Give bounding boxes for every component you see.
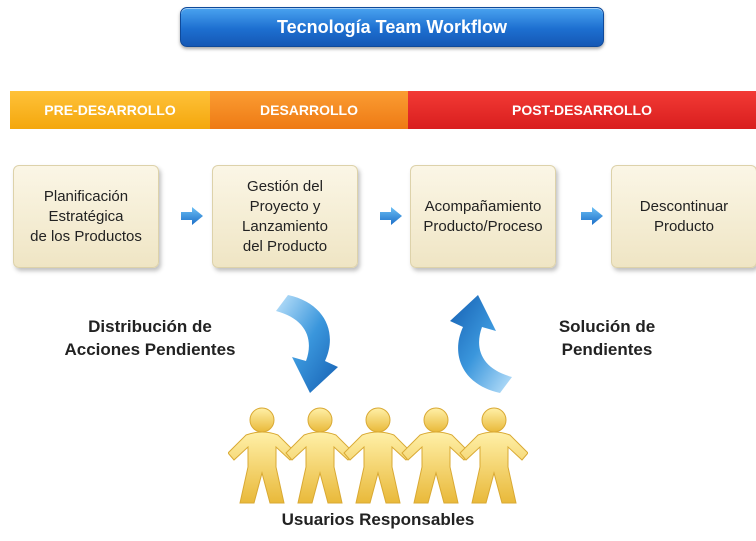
label-distribucion: Distribución de Acciones Pendientes <box>64 317 236 359</box>
label-solucion: Solución de Pendientes <box>558 317 656 359</box>
step-descontinuar: Descontinuar Producto <box>611 165 756 268</box>
people-chain-icon <box>228 407 528 504</box>
curved-up-arrow-icon <box>450 295 512 393</box>
phase-post-desarrollo: POST-DESARROLLO <box>408 91 756 129</box>
step-acompanamiento: Acompañamiento Producto/Proceso <box>410 165 556 268</box>
label-usuarios: Usuarios Responsables <box>281 510 475 529</box>
right-arrow-icon <box>380 207 402 225</box>
right-arrow-icon <box>581 207 603 225</box>
step-gestion-proyecto: Gestión del Proyecto y Lanzamiento del P… <box>212 165 358 268</box>
workflow-title: Tecnología Team Workflow <box>180 7 604 47</box>
right-arrow-icon <box>181 207 203 225</box>
curved-down-arrow-icon <box>276 295 338 393</box>
step-planificacion: Planificación Estratégica de los Product… <box>13 165 159 268</box>
phase-pre-desarrollo: PRE-DESARROLLO <box>10 91 210 129</box>
phase-desarrollo: DESARROLLO <box>210 91 408 129</box>
